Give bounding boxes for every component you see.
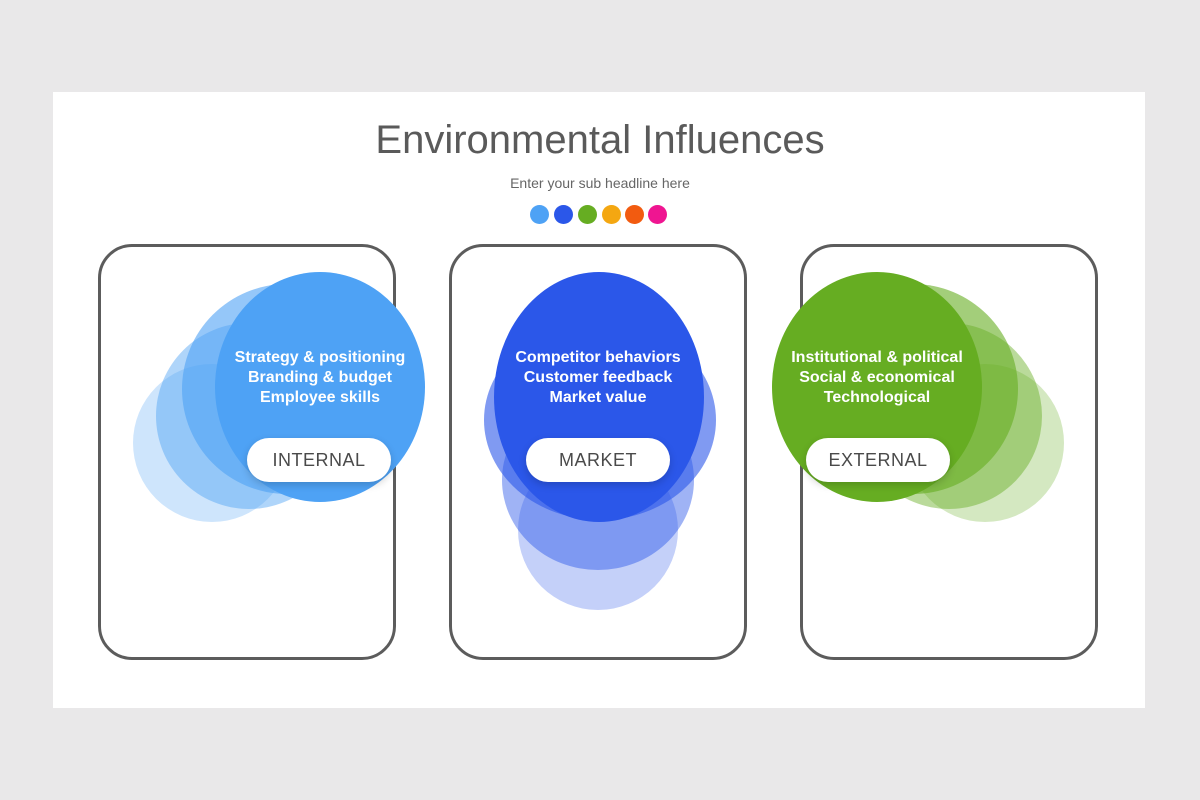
color-dots	[530, 205, 670, 225]
color-dot-6	[648, 205, 667, 224]
color-dot-2	[554, 205, 573, 224]
market-line-1: Competitor behaviors	[515, 349, 681, 366]
color-dot-1	[530, 205, 549, 224]
internal-line-2: Branding & budget	[248, 369, 392, 386]
page-title: Environmental Influences	[375, 118, 825, 162]
market-card	[449, 244, 747, 660]
market-line-2: Customer feedback	[523, 369, 673, 386]
color-dot-3	[578, 205, 597, 224]
external-text: Institutional & political Social & econo…	[767, 348, 987, 408]
internal-text: Strategy & positioning Branding & budget…	[210, 348, 430, 408]
color-dot-4	[602, 205, 621, 224]
internal-label-pill: INTERNAL	[247, 438, 391, 482]
external-label-pill: EXTERNAL	[806, 438, 950, 482]
market-label-pill: MARKET	[526, 438, 670, 482]
internal-line-1: Strategy & positioning	[234, 349, 406, 366]
color-dot-5	[625, 205, 644, 224]
page-subtitle: Enter your sub headline here	[510, 175, 690, 191]
market-text: Competitor behaviors Customer feedback M…	[488, 348, 708, 408]
external-line-1: Institutional & political	[791, 349, 963, 366]
market-line-3: Market value	[549, 389, 647, 406]
external-line-2: Social & economical	[799, 369, 955, 386]
external-line-3: Technological	[823, 389, 931, 406]
internal-line-3: Employee skills	[259, 389, 381, 406]
